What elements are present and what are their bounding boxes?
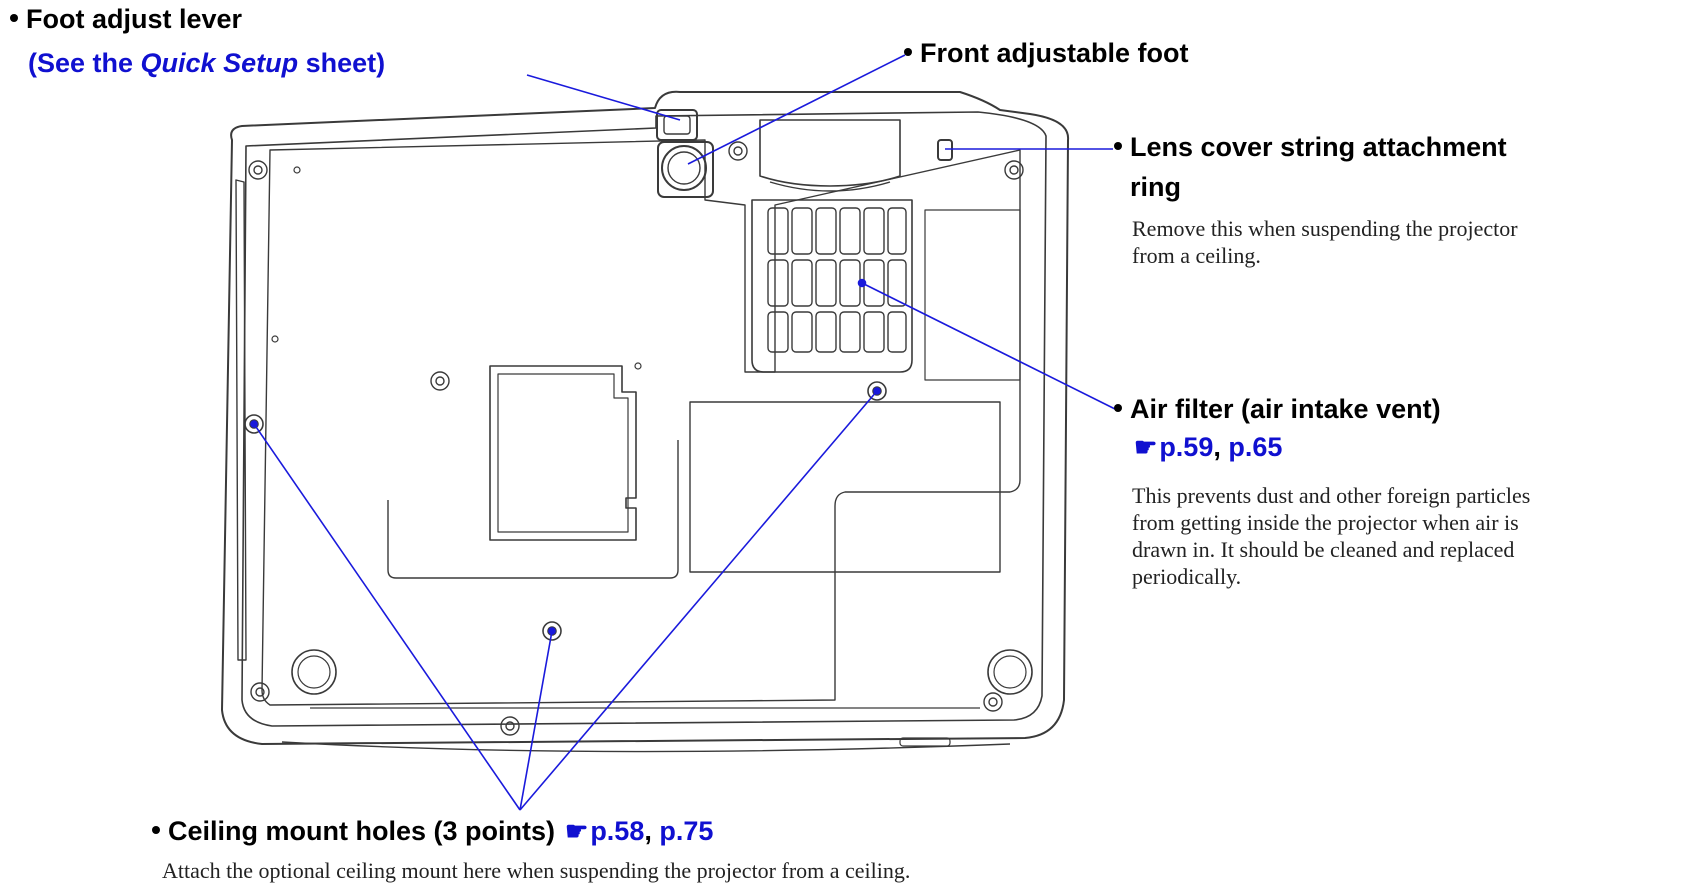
callout-line-ceiling-2: [519, 630, 553, 811]
pointing-hand-icon: ☛: [565, 816, 589, 846]
bullet: [1114, 141, 1122, 150]
air-filter-references: ☛p.59, p.65: [1134, 430, 1282, 464]
callout-line-foot-lever: [526, 74, 681, 121]
air-filter-desc-line2: from getting inside the projector when a…: [1132, 510, 1519, 535]
front-foot: [661, 145, 707, 191]
ceiling-mount-title: Ceiling mount holes (3 points): [168, 816, 555, 846]
screws: [248, 141, 1024, 736]
ceiling-mount-holes: [244, 381, 887, 641]
bottom-lip: [281, 741, 1011, 753]
projector-inner-outline: [241, 111, 1047, 727]
link-p58[interactable]: p.58: [590, 816, 645, 846]
air-filter-desc-line4: periodically.: [1132, 564, 1242, 589]
air-filter-desc-line1: This prevents dust and other foreign par…: [1132, 483, 1531, 508]
quick-setup-title: Quick Setup: [140, 48, 299, 78]
reference-separator: ,: [644, 816, 660, 846]
lens-ring-title-line1: Lens cover string attachment: [1130, 132, 1507, 162]
front-foot-label: Front adjustable foot: [904, 36, 1188, 70]
bullet: [1114, 403, 1122, 412]
projector-outline: [221, 90, 1070, 745]
ceiling-mount-desc: Attach the optional ceiling mount here w…: [162, 858, 911, 883]
air-filter-frame: [751, 199, 913, 373]
callout-line-air-filter: [861, 282, 1116, 410]
rear-foot-left: [291, 649, 337, 695]
foot-lever-label: Foot adjust lever: [10, 2, 242, 36]
callout-line-ceiling-3: [519, 390, 878, 811]
link-p59[interactable]: p.59: [1159, 432, 1214, 462]
air-filter-desc-line3: drawn in. It should be cleaned and repla…: [1132, 537, 1515, 562]
bullet: [152, 825, 160, 834]
lens-ring-title-line2: ring: [1130, 172, 1181, 202]
label-panel: [689, 401, 1001, 573]
bullet: [904, 47, 912, 56]
rear-foot-right: [987, 649, 1033, 695]
air-filter-label: Air filter (air intake vent): [1114, 392, 1441, 426]
pointing-hand-icon: ☛: [1134, 432, 1158, 462]
lens-ring-desc-line2: from a ceiling.: [1132, 243, 1261, 268]
link-p75[interactable]: p.75: [659, 816, 714, 846]
reference-suffix: sheet): [298, 48, 386, 78]
lens-cover-housing: [759, 119, 901, 187]
bullet: [10, 13, 18, 22]
foot-lever-title: Foot adjust lever: [26, 4, 243, 34]
lens-ring-label-line2: ring: [1130, 170, 1181, 204]
reference-separator: ,: [1213, 432, 1229, 462]
air-filter-grid: [767, 207, 907, 353]
lamp-cover: [489, 365, 637, 541]
callout-line-front-foot: [687, 54, 906, 165]
lens-ring-description: Remove this when suspending the projecto…: [1132, 215, 1518, 269]
foot-lever-reference: (See the Quick Setup sheet): [28, 46, 385, 80]
ceiling-mount-description: Attach the optional ceiling mount here w…: [162, 857, 910, 884]
inner-recess: [261, 139, 1021, 706]
foot-lever: [656, 109, 698, 141]
lens-string-ring: [937, 139, 953, 161]
front-foot-housing: [657, 141, 714, 198]
lens-ring-label: Lens cover string attachment: [1114, 130, 1507, 164]
front-foot-title: Front adjustable foot: [920, 38, 1189, 68]
ceiling-mount-label: Ceiling mount holes (3 points) ☛p.58, p.7…: [152, 814, 713, 848]
callout-line-ceiling-1: [253, 423, 521, 811]
air-filter-title: Air filter (air intake vent): [1130, 394, 1441, 424]
lens-ring-desc-line1: Remove this when suspending the projecto…: [1132, 216, 1518, 241]
air-filter-description: This prevents dust and other foreign par…: [1132, 482, 1530, 590]
link-p65[interactable]: p.65: [1228, 432, 1283, 462]
reference-prefix: (See the: [28, 48, 141, 78]
